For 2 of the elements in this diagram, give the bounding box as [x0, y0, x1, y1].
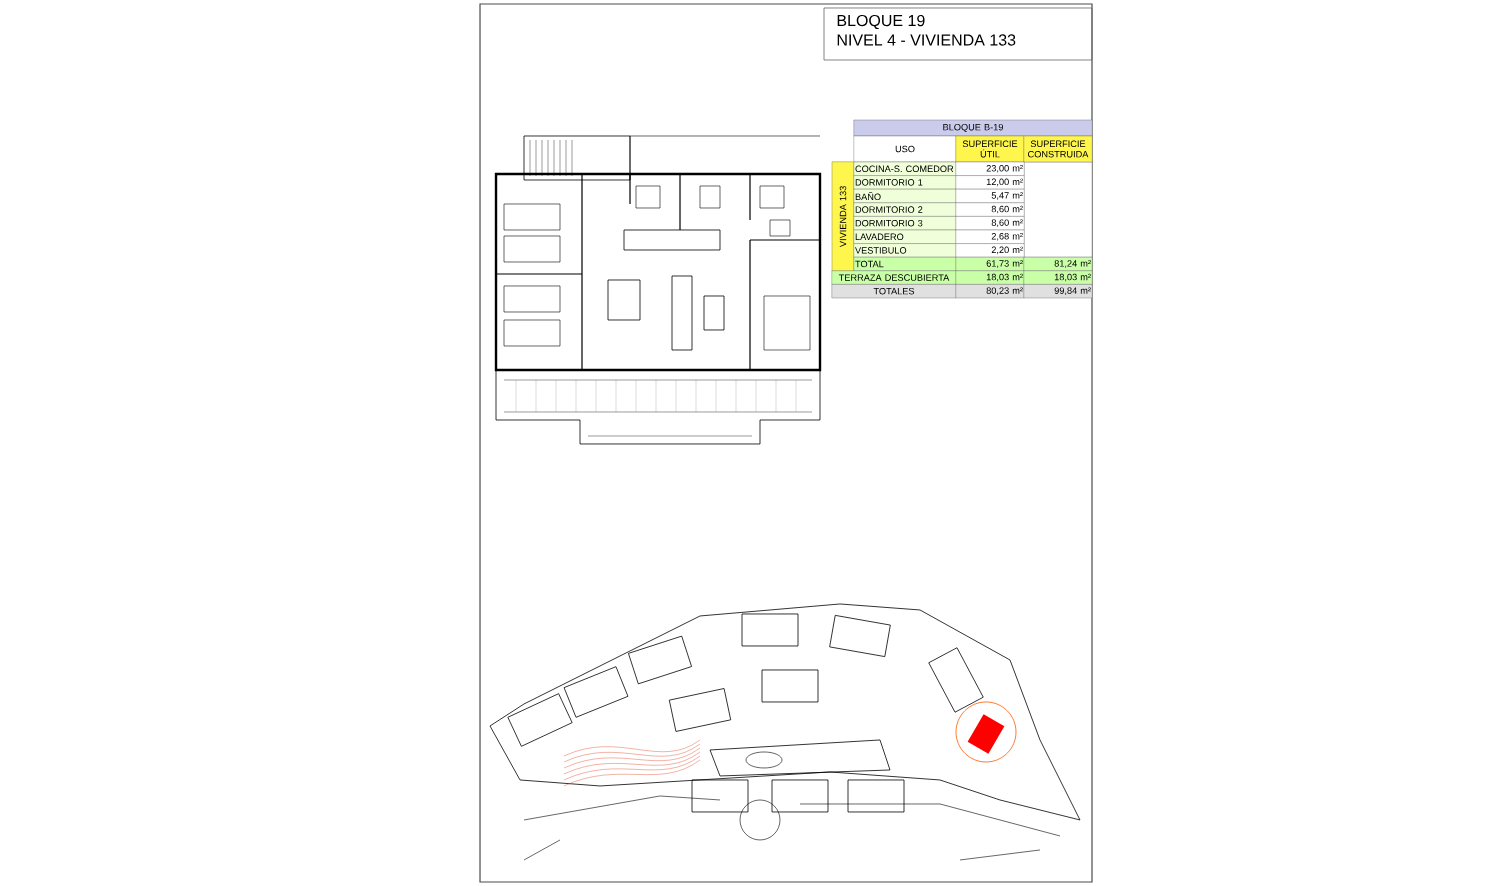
- title-text: NIVEL 4 - VIVIENDA 133: [837, 34, 1016, 46]
- title-text: BLOQUE 19: [837, 14, 925, 30]
